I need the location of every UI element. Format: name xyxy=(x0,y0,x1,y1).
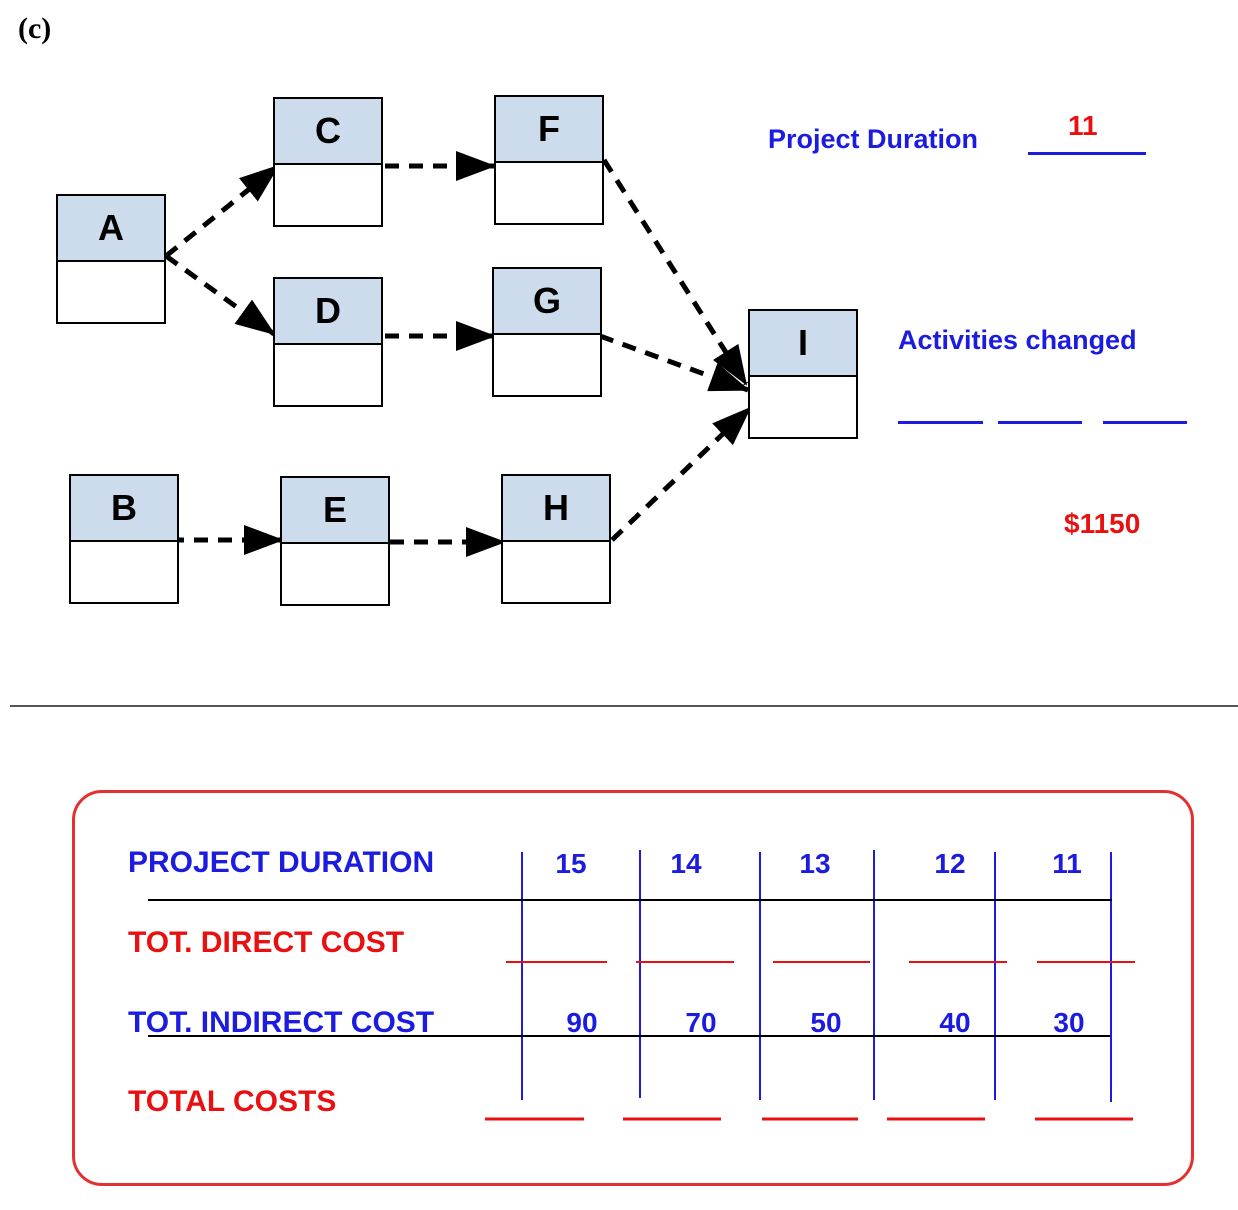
node-h-label: H xyxy=(503,476,609,542)
arrow-f-i xyxy=(601,158,749,386)
row-label-indirect-cost: TOT. INDIRECT COST xyxy=(128,1006,435,1039)
node-b: B xyxy=(69,474,179,604)
duration-cell: 13 xyxy=(799,848,831,879)
node-e-label: E xyxy=(282,478,388,544)
part-label: (c) xyxy=(18,12,52,45)
node-c-label: C xyxy=(275,99,381,165)
node-e: E xyxy=(280,476,390,606)
project-duration-value: 11 xyxy=(1068,110,1098,141)
node-g-label: G xyxy=(494,269,600,335)
node-a-label: A xyxy=(58,196,164,262)
duration-cell: 14 xyxy=(670,848,702,879)
duration-cell: 15 xyxy=(555,848,587,879)
node-f: F xyxy=(494,95,604,225)
activity-blank-2 xyxy=(998,421,1082,424)
activity-blank-1 xyxy=(898,421,983,424)
indirect-cost-cell: 90 xyxy=(566,1007,598,1038)
cost-value: $1150 xyxy=(1064,508,1141,539)
node-h: H xyxy=(501,474,611,604)
activities-changed-label: Activities changed xyxy=(898,325,1137,355)
network-arrows xyxy=(164,151,752,557)
arrow-h-i xyxy=(610,406,752,542)
cost-table-panel xyxy=(72,790,1194,1186)
divider xyxy=(10,705,1238,707)
node-a: A xyxy=(56,194,166,324)
indirect-cost-cell: 70 xyxy=(685,1007,717,1038)
node-d: D xyxy=(273,277,383,407)
row-label-total-costs: TOTAL COSTS xyxy=(128,1085,337,1118)
duration-cell: 12 xyxy=(934,848,966,879)
node-f-label: F xyxy=(496,97,602,163)
project-duration-label: Project Duration xyxy=(768,124,979,154)
node-i: I xyxy=(748,309,858,439)
node-d-label: D xyxy=(275,279,381,345)
node-i-label: I xyxy=(750,311,856,377)
arrow-g-i xyxy=(599,333,750,393)
indirect-cost-cell: 50 xyxy=(810,1007,842,1038)
node-b-label: B xyxy=(71,476,177,542)
indirect-cost-cell: 30 xyxy=(1053,1007,1085,1038)
duration-cell: 11 xyxy=(1052,848,1082,879)
node-g: G xyxy=(492,267,602,397)
node-c: C xyxy=(273,97,383,227)
row-label-project-duration: PROJECT DURATION xyxy=(128,846,435,879)
activity-blank-3 xyxy=(1103,421,1187,424)
project-duration-blank xyxy=(1028,152,1146,155)
indirect-cost-cell: 40 xyxy=(939,1007,971,1038)
row-label-direct-cost: TOT. DIRECT COST xyxy=(128,926,405,959)
